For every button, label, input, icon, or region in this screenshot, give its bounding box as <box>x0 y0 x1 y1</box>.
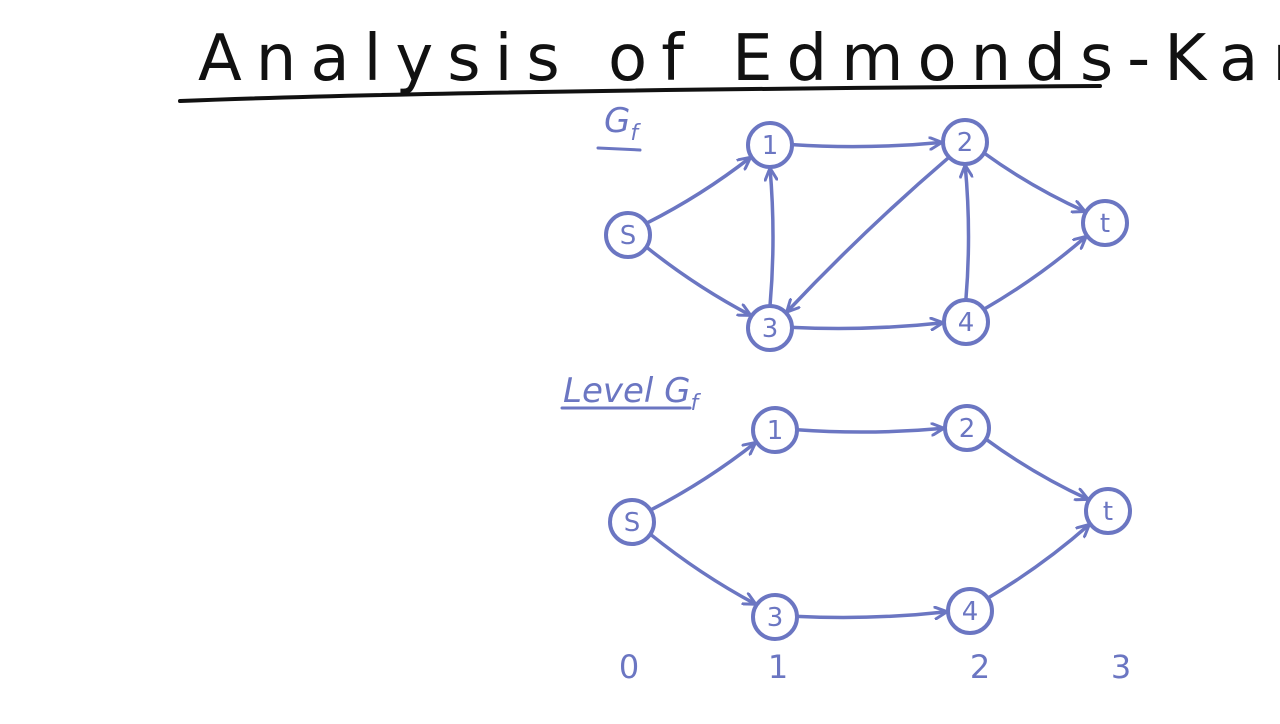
level-node-t: t <box>1084 487 1132 535</box>
residual-node-4: 4 <box>942 298 990 346</box>
residual-node-3-label: 3 <box>762 314 779 344</box>
level-node-1: 1 <box>751 406 799 454</box>
residual-node-4-label: 4 <box>958 308 975 338</box>
residual-node-2: 2 <box>941 118 989 166</box>
residual-edge-4-t <box>982 234 1089 311</box>
residual-edge-s-1 <box>644 155 753 225</box>
level-node-4-circle <box>946 587 994 635</box>
residual-edge-3-4 <box>790 323 945 329</box>
residual-edge-1-2 <box>790 142 944 146</box>
level-node-4: 4 <box>946 587 994 635</box>
level-number-2: 2 <box>970 648 990 686</box>
residual-graph: GfS 1 2 3 4 t <box>596 101 1129 352</box>
residual-edge-2-t <box>982 151 1087 211</box>
residual-node-2-circle <box>941 118 989 166</box>
residual-graph-label: Gf <box>604 101 641 146</box>
residual-label-underline <box>596 146 642 152</box>
residual-node-s-circle <box>604 211 652 259</box>
residual-node-t-circle <box>1081 199 1129 247</box>
level-number-3: 3 <box>1111 648 1131 686</box>
level-number-1: 1 <box>768 648 788 686</box>
level-graph: Level Gf S 1 2 3 4 t <box>560 371 1132 641</box>
residual-node-1-circle <box>746 121 794 169</box>
slide-title: Analysis of Edmonds-Karp <box>198 22 1280 96</box>
level-numbers: 0 1 2 3 <box>619 648 1131 686</box>
level-node-1-circle <box>751 406 799 454</box>
level-node-3: 3 <box>751 593 799 641</box>
residual-node-4-circle <box>942 298 990 346</box>
title-underline <box>178 84 1102 103</box>
residual-node-1-label: 1 <box>762 131 779 161</box>
level-node-t-circle <box>1084 487 1132 535</box>
level-node-1-label: 1 <box>767 416 784 446</box>
level-graph-label: Level Gf <box>563 371 702 416</box>
level-node-t-label: t <box>1103 497 1113 527</box>
level-node-s-circle <box>608 498 656 546</box>
level-node-3-label: 3 <box>767 603 784 633</box>
residual-node-2-label: 2 <box>957 128 974 158</box>
level-edge-2-t <box>984 437 1090 499</box>
level-edge-1-2 <box>795 428 946 432</box>
residual-node-3-circle <box>746 304 794 352</box>
residual-node-1: 1 <box>746 121 794 169</box>
level-number-0: 0 <box>619 648 639 686</box>
level-node-2-circle <box>943 404 991 452</box>
residual-node-s-label: S <box>620 221 637 251</box>
level-node-3-circle <box>751 593 799 641</box>
level-edge-s-3 <box>648 532 758 607</box>
residual-node-s: S <box>604 211 652 259</box>
level-node-2-label: 2 <box>959 414 976 444</box>
level-node-4-label: 4 <box>962 597 979 627</box>
level-edge-3-4 <box>795 612 949 618</box>
residual-edge-2-3 <box>784 155 951 314</box>
level-node-2: 2 <box>943 404 991 452</box>
residual-edge-s-3 <box>644 245 753 318</box>
level-edge-s-1 <box>648 440 758 512</box>
level-edge-4-t <box>986 522 1092 600</box>
residual-edge-3-1 <box>770 166 773 308</box>
residual-node-t: t <box>1081 199 1129 247</box>
residual-edge-4-2 <box>965 163 968 302</box>
residual-node-3: 3 <box>746 304 794 352</box>
level-node-s-label: S <box>624 508 641 538</box>
level-node-s: S <box>608 498 656 546</box>
residual-node-t-label: t <box>1100 209 1110 239</box>
